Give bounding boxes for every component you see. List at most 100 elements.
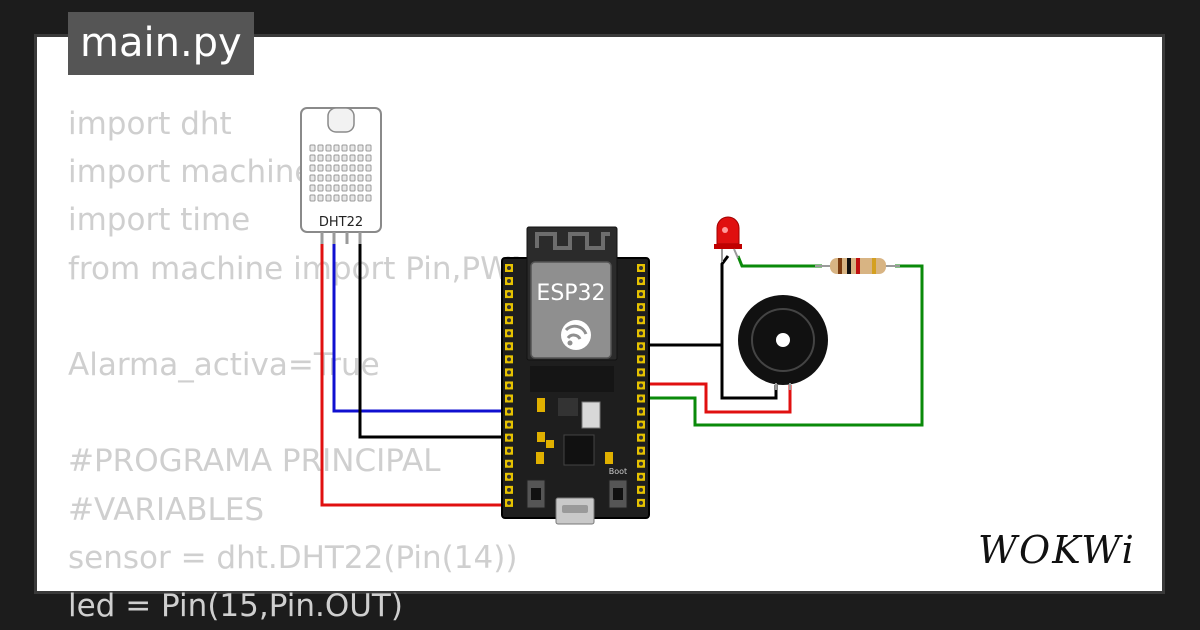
- header-pin-hole: [507, 448, 511, 453]
- en-button[interactable]: [526, 479, 546, 509]
- grille-slot: [333, 144, 340, 152]
- grille-slot: [365, 194, 372, 202]
- header-pin-hole: [507, 435, 511, 440]
- header-pin-hole: [507, 292, 511, 297]
- grille-slot: [333, 164, 340, 172]
- grille-slot: [325, 194, 332, 202]
- header-pin-hole: [639, 500, 643, 505]
- code-line: import machine: [68, 154, 314, 191]
- grille-slot: [341, 164, 348, 172]
- code-line: led = Pin(15,Pin.OUT): [68, 587, 403, 624]
- grille-slot: [357, 174, 364, 182]
- esp32-left-header: [505, 264, 513, 507]
- grille-slot: [309, 184, 316, 192]
- grille-slot: [349, 164, 356, 172]
- file-tab[interactable]: main.py: [68, 12, 254, 75]
- wire-black-buzzer: [720, 345, 778, 400]
- header-pin-hole: [507, 331, 511, 336]
- grille-slot: [365, 154, 372, 162]
- header-pin-hole: [639, 279, 643, 284]
- wokwi-logo: WOKWi: [978, 528, 1136, 572]
- espressif-logo-icon: [561, 320, 591, 350]
- header-pin-hole: [507, 396, 511, 401]
- grille-slot: [325, 144, 332, 152]
- header-pin-hole: [639, 461, 643, 466]
- header-pin-hole: [639, 409, 643, 414]
- code-line: import dht: [68, 106, 232, 142]
- header-pin-hole: [639, 487, 643, 492]
- usb-port: [555, 497, 595, 525]
- grille-slot: [357, 184, 364, 192]
- grille-slot: [357, 194, 364, 202]
- grille-slot: [309, 174, 316, 182]
- grille-slot: [333, 184, 340, 192]
- header-pin-hole: [507, 344, 511, 349]
- grille-slot: [325, 174, 332, 182]
- grille-slot: [317, 154, 324, 162]
- header-pin-hole: [639, 383, 643, 388]
- header-pin-hole: [507, 461, 511, 466]
- grille-slot: [349, 184, 356, 192]
- grille-slot: [317, 144, 324, 152]
- grille-slot: [341, 144, 348, 152]
- header-pin-hole: [507, 409, 511, 414]
- boot-button[interactable]: [608, 479, 628, 509]
- header-pin-hole: [639, 448, 643, 453]
- grille-slot: [349, 194, 356, 202]
- header-pin-hole: [507, 500, 511, 505]
- grille-slot: [365, 164, 372, 172]
- esp32-board[interactable]: ESP32 Boot: [501, 226, 650, 525]
- header-pin-hole: [639, 396, 643, 401]
- grille-slot: [309, 164, 316, 172]
- header-pin-hole: [639, 422, 643, 427]
- header-pin-hole: [507, 370, 511, 375]
- grille-slot: [365, 184, 372, 192]
- grille-slot: [349, 154, 356, 162]
- header-pin-hole: [507, 305, 511, 310]
- grille-slot: [341, 154, 348, 162]
- grille-slot: [325, 154, 332, 162]
- grille-slot: [341, 194, 348, 202]
- header-pin-hole: [639, 305, 643, 310]
- header-pin-hole: [639, 266, 643, 270]
- grille-slot: [357, 144, 364, 152]
- dht22-sensor[interactable]: DHT22: [300, 107, 382, 244]
- header-pin-hole: [639, 318, 643, 323]
- dht22-label: DHT22: [319, 215, 363, 230]
- header-pin-hole: [507, 318, 511, 323]
- wire-green-resistor: [736, 255, 822, 268]
- header-pin-hole: [639, 474, 643, 479]
- grille-slot: [309, 194, 316, 202]
- header-pin-hole: [507, 266, 511, 270]
- header-pin-hole: [639, 331, 643, 336]
- header-pin-hole: [507, 383, 511, 388]
- grille-slot: [341, 184, 348, 192]
- grille-slot: [333, 154, 340, 162]
- esp32-components: [530, 366, 614, 466]
- wire-red-buzzer: [640, 382, 792, 414]
- antenna-trace: [535, 232, 610, 250]
- code-line: sensor = dht.DHT22(Pin(14)): [68, 539, 518, 576]
- code-line: #VARIABLES: [68, 491, 265, 528]
- grille-slot: [325, 184, 332, 192]
- header-pin-hole: [639, 344, 643, 349]
- header-pin-hole: [639, 370, 643, 375]
- code-line: import time: [68, 202, 251, 239]
- esp32-label: ESP32: [536, 281, 605, 306]
- grille-slot: [357, 164, 364, 172]
- grille-slot: [333, 194, 340, 202]
- grille-slot: [317, 194, 324, 202]
- grille-slot: [309, 144, 316, 152]
- header-pin-hole: [507, 279, 511, 284]
- buzzer[interactable]: [738, 295, 828, 390]
- red-led[interactable]: [714, 216, 742, 262]
- grille-slot: [309, 154, 316, 162]
- resistor[interactable]: [815, 258, 900, 274]
- code-line: Alarma_activa=True: [68, 346, 380, 383]
- grille-slot: [317, 164, 324, 172]
- grille-slot: [317, 184, 324, 192]
- grille-slot: [365, 174, 372, 182]
- grille-slot: [349, 144, 356, 152]
